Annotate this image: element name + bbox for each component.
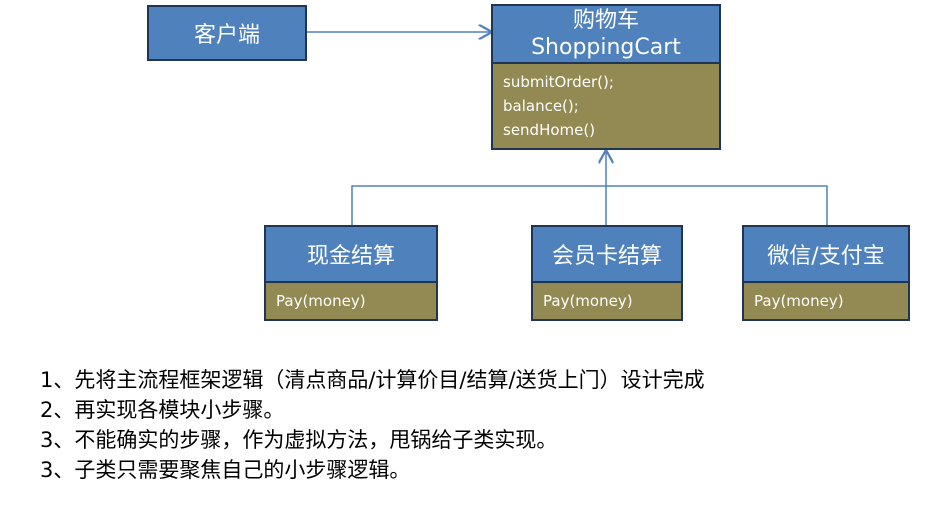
- subclass-cash-title: 现金结算: [266, 227, 436, 283]
- subclass-member-card: 会员卡结算 Pay(money): [531, 225, 683, 321]
- method-submit-order: submitOrder();: [503, 73, 614, 91]
- method-balance: balance();: [503, 97, 579, 115]
- subclass-member-card-title: 会员卡结算: [533, 227, 681, 283]
- note-item: 3、子类只需要聚焦自己的小步骤逻辑。: [40, 458, 411, 482]
- shopping-cart-header: 购物车 ShoppingCart: [493, 6, 719, 64]
- client-label: 客户端: [193, 23, 260, 48]
- subclass-member-card-method: Pay(money): [533, 283, 681, 319]
- note-item: 1、先将主流程框架逻辑（清点商品/计算价目/结算/送货上门）设计完成: [40, 368, 705, 392]
- subclass-wechat-alipay: 微信/支付宝 Pay(money): [742, 225, 910, 321]
- subclass-wechat-alipay-method: Pay(money): [744, 283, 908, 319]
- subclass-cash: 现金结算 Pay(money): [264, 225, 438, 321]
- shopping-cart-methods: submitOrder(); balance(); sendHome(): [493, 64, 719, 148]
- client-box: 客户端: [147, 5, 307, 61]
- note-item: 3、不能确实的步骤，作为虚拟方法，甩锅给子类实现。: [40, 428, 558, 452]
- inheritance-bus-line: [351, 185, 828, 225]
- shopping-cart-title-cn: 购物车: [572, 8, 639, 33]
- method-send-home: sendHome(): [503, 121, 596, 139]
- notes-list: 1、先将主流程框架逻辑（清点商品/计算价目/结算/送货上门）设计完成 2、再实现…: [40, 365, 705, 485]
- subclass-cash-method: Pay(money): [266, 283, 436, 319]
- subclass-wechat-alipay-title: 微信/支付宝: [744, 227, 908, 283]
- shopping-cart-title-en: ShoppingCart: [531, 35, 681, 60]
- note-item: 2、再实现各模块小步骤。: [40, 398, 285, 422]
- shopping-cart-class: 购物车 ShoppingCart submitOrder(); balance(…: [491, 4, 721, 150]
